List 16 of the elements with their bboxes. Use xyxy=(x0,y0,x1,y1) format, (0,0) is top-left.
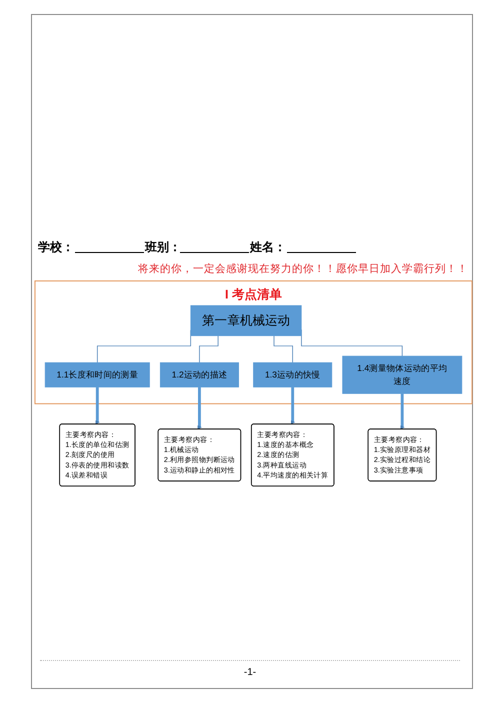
arrow xyxy=(198,387,202,430)
motto-text: 将来的你，一定会感谢现在努力的你！！愿你早日加入学霸行列！！ xyxy=(138,263,468,276)
arrow xyxy=(95,387,100,424)
connector xyxy=(274,335,293,363)
node-box: 1.1长度和时间的测量 xyxy=(44,362,150,388)
field-label: 班别： xyxy=(145,240,181,254)
arrow xyxy=(400,394,405,430)
node-box: 1.4测量物体运动的平均速度 xyxy=(342,356,462,394)
node-box: 1.2运动的描述 xyxy=(160,362,239,388)
node-box: 第一章机械运动 xyxy=(190,305,302,336)
node-box: 1.3运动的快慢 xyxy=(253,362,332,388)
page-number: -1- xyxy=(244,667,256,679)
field-label: 姓名： xyxy=(250,240,286,254)
arrow xyxy=(290,387,295,424)
connector xyxy=(199,335,218,363)
field-label: 学校： xyxy=(38,240,74,254)
